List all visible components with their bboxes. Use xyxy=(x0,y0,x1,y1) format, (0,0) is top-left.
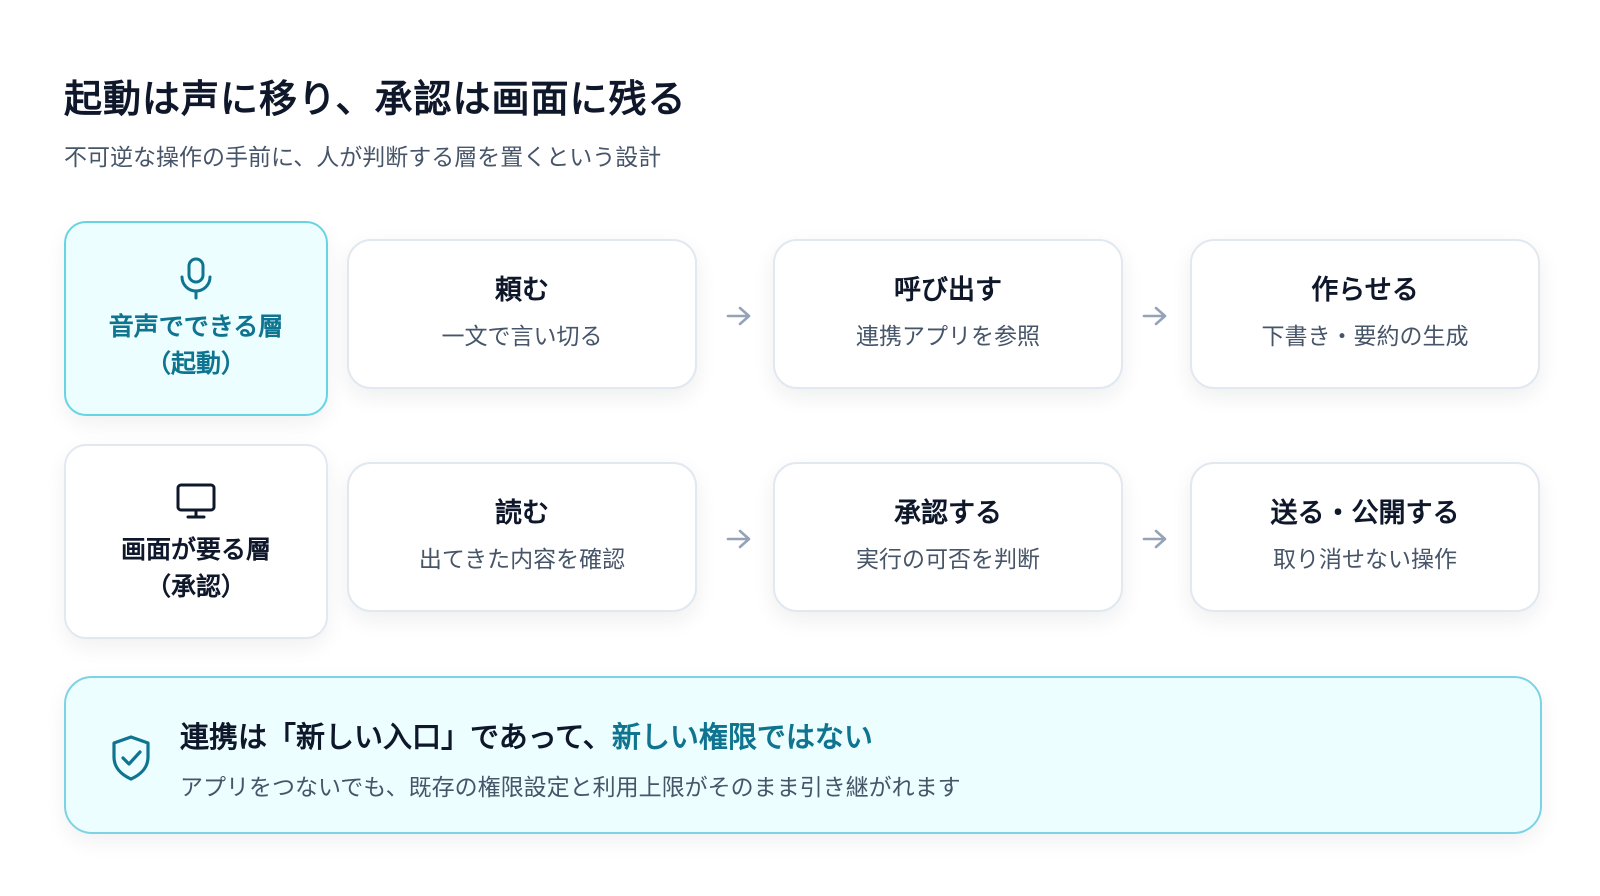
arrow-right-icon xyxy=(1142,306,1167,326)
arrow-right-icon xyxy=(726,306,751,326)
step-read: 読む 出てきた内容を確認 xyxy=(347,462,697,612)
step-invoke: 呼び出す 連携アプリを参照 xyxy=(773,239,1123,389)
arrow-right-icon xyxy=(1142,529,1167,549)
page-subtitle: 不可逆な操作の手前に、人が判断する層を置くという設計 xyxy=(64,145,662,171)
arrow-right-icon xyxy=(726,529,751,549)
step-title: 呼び出す xyxy=(894,275,1002,306)
step-desc: 出てきた内容を確認 xyxy=(418,547,626,573)
step-desc: 取り消せない操作 xyxy=(1273,547,1457,573)
step-title: 頼む xyxy=(495,275,549,306)
note-heading-highlight: 新しい権限ではない xyxy=(611,720,873,754)
note-heading: 連携は「新しい入口」であって、新しい権限ではない xyxy=(180,714,873,756)
step-desc: 一文で言い切る xyxy=(441,324,603,350)
voice-layer-card: 音声でできる層 （起動） xyxy=(64,221,328,416)
monitor-icon xyxy=(175,479,217,523)
step-create: 作らせる 下書き・要約の生成 xyxy=(1190,239,1540,389)
screen-layer-card: 画面が要る層 （承認） xyxy=(64,444,328,639)
shield-check-icon xyxy=(110,734,152,786)
page-title: 起動は声に移り、承認は画面に残る xyxy=(64,77,687,121)
voice-layer-sub: （起動） xyxy=(145,348,246,378)
step-title: 読む xyxy=(495,498,549,529)
screen-layer-name: 画面が要る層 xyxy=(120,534,271,564)
step-desc: 実行の可否を判断 xyxy=(856,547,1040,573)
note-heading-main: 連携は「新しい入口」であって、 xyxy=(180,720,612,754)
screen-layer-sub: （承認） xyxy=(145,571,246,601)
step-desc: 下書き・要約の生成 xyxy=(1261,324,1469,350)
microphone-icon xyxy=(178,256,214,300)
step-desc: 連携アプリを参照 xyxy=(856,324,1040,350)
step-title: 送る・公開する xyxy=(1270,498,1460,529)
note-body: アプリをつないでも、既存の権限設定と利用上限がそのまま引き継がれます xyxy=(180,775,961,801)
step-request: 頼む 一文で言い切る xyxy=(347,239,697,389)
step-title: 承認する xyxy=(894,498,1002,529)
step-title: 作らせる xyxy=(1311,275,1419,306)
step-approve: 承認する 実行の可否を判断 xyxy=(773,462,1123,612)
step-send-publish: 送る・公開する 取り消せない操作 xyxy=(1190,462,1540,612)
voice-layer-name: 音声でできる層 xyxy=(108,311,284,341)
permission-note: 連携は「新しい入口」であって、新しい権限ではない アプリをつないでも、既存の権限… xyxy=(64,676,1542,834)
